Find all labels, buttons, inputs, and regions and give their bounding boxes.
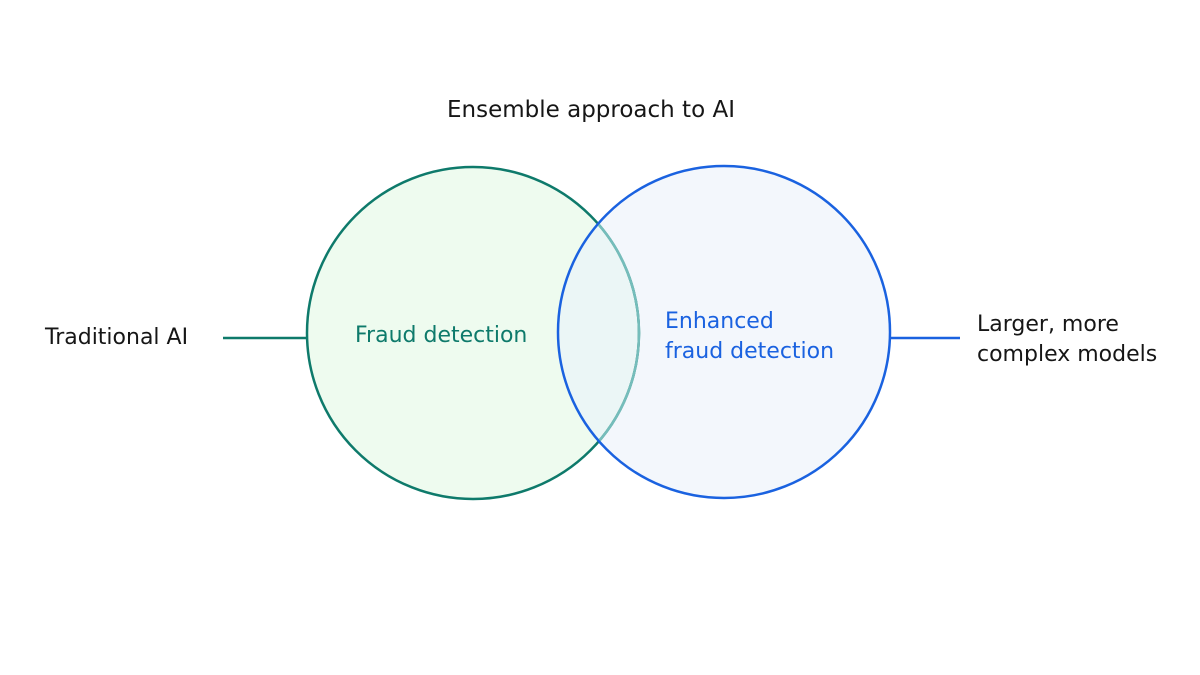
right-inner-label-line-1: Enhanced <box>665 309 774 334</box>
diagram-title: Ensemble approach to AI <box>447 97 735 123</box>
left-outer-label: Traditional AI <box>44 325 188 350</box>
left-inner-label: Fraud detection <box>355 323 527 348</box>
right-inner-label: Enhanced fraud detection <box>665 309 834 364</box>
right-inner-label-line-2: fraud detection <box>665 339 834 364</box>
right-outer-label: Larger, more complex models <box>977 312 1157 367</box>
right-circle-fill <box>557 165 891 499</box>
left-circle-fill <box>306 166 640 500</box>
right-circle-outline <box>556 164 892 500</box>
right-outer-label-line-2: complex models <box>977 342 1157 367</box>
overlap-left-arc <box>559 167 641 497</box>
right-outer-label-line-1: Larger, more <box>977 312 1119 337</box>
